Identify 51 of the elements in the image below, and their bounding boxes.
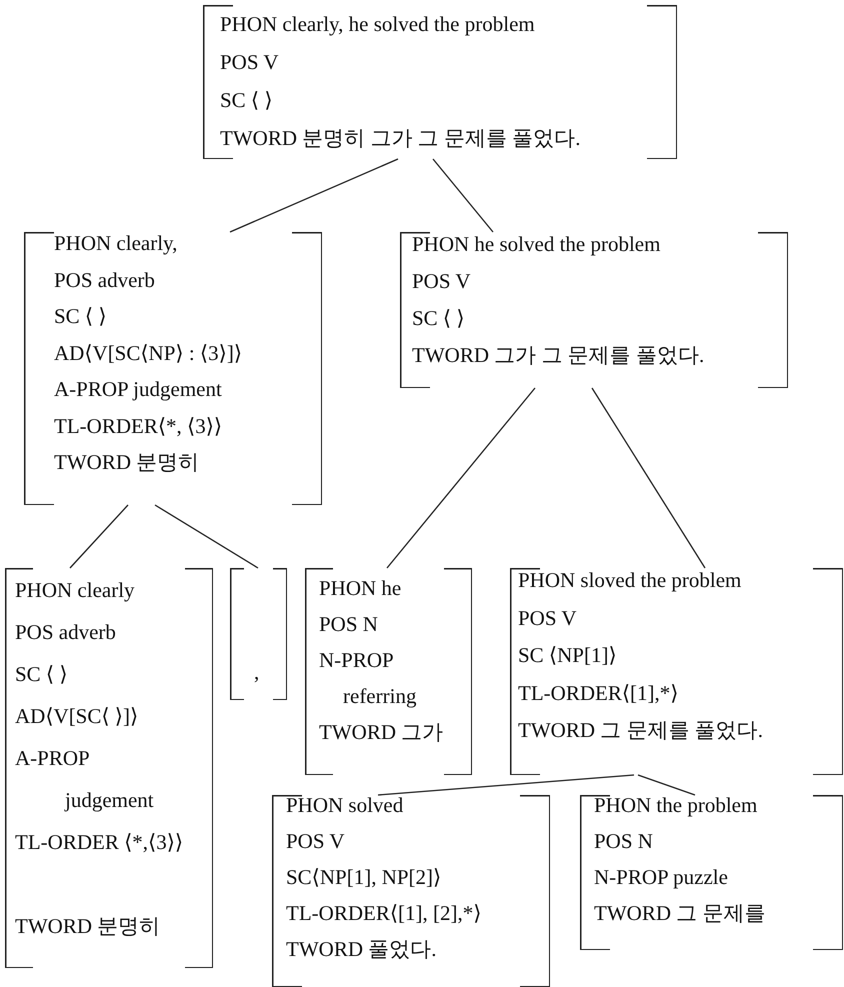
feature-line: TL-ORDER⟨[1], [2],*⟩ [286, 901, 482, 925]
tree-branch-line [386, 388, 536, 568]
tree-branch-line [591, 388, 706, 568]
feature-line: POS N [319, 612, 378, 636]
feature-line: PHON he solved the problem [412, 232, 660, 256]
feature-line: AD⟨V[SC⟨ ⟩]⟩ [15, 704, 138, 728]
feature-line: N-PROP puzzle [594, 865, 728, 889]
feature-line: POS V [412, 269, 471, 293]
feature-line: SC ⟨ ⟩ [220, 88, 273, 112]
feature-line: PHON clearly, he solved the problem [220, 12, 535, 36]
feature-line: A-PROP judgement [15, 745, 155, 814]
feature-line: PHON clearly, [54, 231, 178, 255]
tree-branch-line [432, 158, 494, 232]
feature-line: POS V [220, 50, 279, 74]
feature-line: TWORD 그 문제를 풀었다. [518, 718, 763, 742]
feature-line: POS V [518, 606, 577, 630]
tree-branch-line [70, 504, 128, 568]
feature-line: TWORD 분명히 [15, 914, 160, 938]
feature-line: SC ⟨NP[1]⟩ [518, 643, 617, 667]
feature-line: TWORD 그 문제를 [594, 901, 766, 925]
feature-line: N-PROP referring [319, 647, 418, 710]
feature-line: TWORD 분명히 그가 그 문제를 풀었다. [220, 126, 580, 150]
tree-branch-line [378, 774, 634, 796]
feature-line: PHON he [319, 576, 402, 600]
feature-line: PHON clearly [15, 578, 135, 602]
feature-line: TL-ORDER⟨[1],*⟩ [518, 680, 678, 704]
feature-line: SC ⟨ ⟩ [54, 304, 107, 328]
tree-branch-line [154, 504, 258, 569]
feature-line: PHON sloved the problem [518, 568, 742, 592]
feature-line: PHON the problem [594, 793, 758, 817]
tree-branch-line [230, 158, 398, 233]
feature-line: AD⟨V[SC⟨NP⟩ : ⟨3⟩]⟩ [54, 340, 242, 364]
feature-line: POS N [594, 829, 653, 853]
feature-line: A-PROP judgement [54, 377, 222, 401]
feature-line: SC ⟨ ⟩ [15, 662, 68, 686]
feature-structure-bracket [230, 568, 287, 700]
feature-line: POS V [286, 829, 345, 853]
feature-line: , [254, 660, 260, 684]
feature-line: PHON solved [286, 793, 404, 817]
feature-line: TWORD 분명히 [54, 450, 200, 474]
feature-line: POS adverb [15, 620, 116, 644]
tree-branch-line [638, 774, 696, 796]
feature-line: TWORD 그가 [319, 720, 444, 744]
feature-line: TWORD 풀었다. [286, 937, 436, 961]
feature-line: SC⟨NP[1], NP[2]⟩ [286, 865, 442, 889]
feature-line: POS adverb [54, 268, 155, 292]
feature-line: SC ⟨ ⟩ [412, 306, 465, 330]
feature-line: TL-ORDER⟨*, ⟨3⟩⟩ [54, 414, 222, 438]
feature-line: TWORD 그가 그 문제를 풀었다. [412, 343, 704, 367]
feature-structure-bracket [272, 795, 550, 987]
feature-line: TL-ORDER ⟨*,⟨3⟩⟩ [15, 829, 184, 856]
